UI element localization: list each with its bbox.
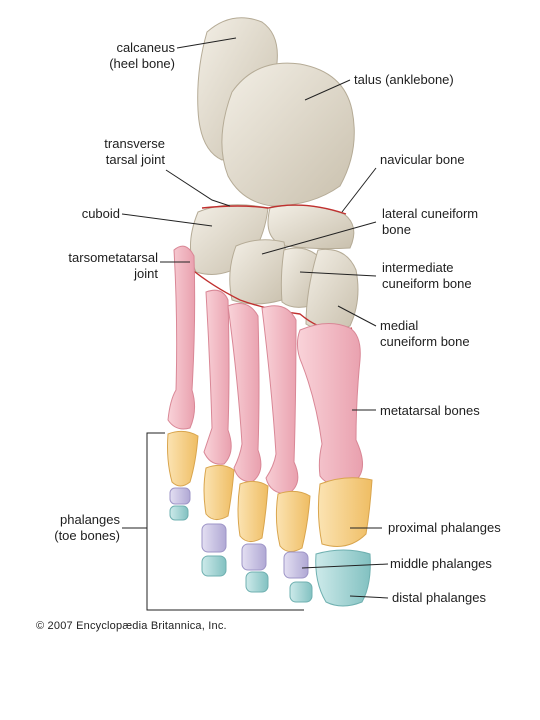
label-phalanges: phalanges(toe bones) (54, 512, 120, 543)
proximal-phalanx-3 (237, 480, 269, 542)
label-calcaneus: calcaneus(heel bone) (109, 40, 175, 71)
proximal-phalanx-2 (275, 490, 311, 552)
metatarsal-3 (227, 303, 262, 483)
proximal-phalanx-5 (167, 430, 199, 487)
proximal-phalanx-1 (317, 477, 373, 547)
middle-phalanx-4 (201, 523, 227, 553)
label-middle-phalanges: middle phalanges (390, 556, 492, 571)
metatarsal-2 (261, 305, 299, 495)
talus-bone (221, 62, 355, 207)
leader-lines (121, 37, 389, 611)
metatarsal-1 (296, 323, 363, 486)
distal-phalanx-3 (245, 571, 269, 593)
copyright-notice: © 2007 Encyclopædia Britannica, Inc. (36, 620, 227, 632)
metatarsal-5 (167, 245, 196, 430)
distal-phalanx-5 (169, 505, 189, 521)
proximal-phalanx-4 (203, 464, 235, 520)
middle-phalanx-2 (283, 551, 309, 579)
distal-phalanx-1 (315, 549, 371, 607)
middle-phalanx-3 (241, 543, 267, 571)
label-talus: talus (anklebone) (354, 72, 454, 87)
label-navicular: navicular bone (380, 152, 465, 167)
label-cuboid: cuboid (81, 206, 120, 221)
transverse-tarsal-joint-line (201, 204, 347, 215)
distal-phalanx-4 (201, 555, 227, 577)
label-proximal-phalanges: proximal phalanges (388, 520, 501, 535)
metatarsal-4 (203, 289, 232, 465)
label-metatarsal: metatarsal bones (380, 403, 480, 418)
label-distal-phalanges: distal phalanges (392, 590, 486, 605)
distal-phalanx-2 (289, 581, 313, 603)
middle-phalanx-5 (169, 487, 191, 505)
